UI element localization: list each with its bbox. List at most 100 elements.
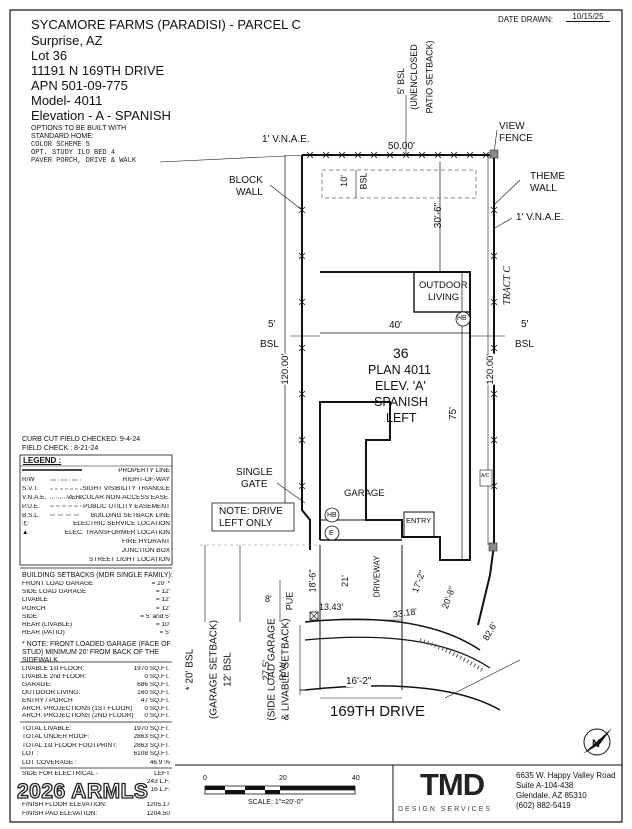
total-key: TOTAL LIVABLE: bbox=[22, 726, 72, 732]
area-key: GARAGE: bbox=[22, 681, 52, 688]
drive-width-dim: 16'-2" bbox=[346, 676, 372, 687]
option-item: OPT. STUDY ILO BED 4 bbox=[31, 149, 116, 157]
setback-row: SIDE= 5' and 5' bbox=[22, 614, 170, 621]
side-right-dim: 5' bbox=[521, 319, 529, 330]
area-key: OUTDOOR LIVING: bbox=[22, 689, 81, 696]
options-title-1: OPTIONS TO BE BUILT WITH bbox=[31, 125, 127, 132]
total-row: TOTAL LIVABLE: 1970 SQ.FT. bbox=[22, 726, 170, 733]
legend-value: PROPERTY LINE bbox=[118, 468, 170, 474]
legend-box bbox=[19, 454, 173, 566]
legend-key: B.S.L. bbox=[22, 512, 40, 519]
setback-row: PORCH= 12' bbox=[22, 606, 170, 613]
sheet-border bbox=[9, 9, 623, 823]
area-key: LIVABLE 2nd FLOOR: bbox=[22, 673, 87, 680]
entry-box bbox=[403, 511, 435, 538]
vnae-marks bbox=[298, 151, 498, 490]
legend-key: R/W bbox=[22, 476, 35, 483]
legend-value: JUNCTION BOX bbox=[121, 548, 170, 555]
property-line bbox=[301, 155, 311, 550]
legend-key: P.U.E. bbox=[22, 503, 40, 510]
setback-value: = 5' and 5' bbox=[140, 613, 170, 620]
lot: Lot 36 bbox=[31, 48, 68, 63]
scale-tick: 0 bbox=[203, 775, 207, 782]
area-key: ARCH. PROJECTIONS (1ST FLOOR) bbox=[22, 705, 133, 712]
total-value: 1970 SQ.FT. bbox=[133, 726, 171, 732]
outdoor-living-box bbox=[413, 271, 471, 313]
area-row: LIVABLE 2nd FLOOR:0 SQ.FT. bbox=[22, 674, 170, 681]
legend-value: FIRE HYDRANT bbox=[121, 539, 170, 546]
option-item: COLOR SCHEME 5 bbox=[31, 141, 90, 149]
area-row: OUTDOOR LIVING: 160 SQ.FT. bbox=[22, 690, 170, 697]
ac-label: A/C bbox=[481, 473, 490, 479]
setback-row: FRONT LOAD GARAGE= 20' * bbox=[22, 581, 170, 588]
setbacks-note-1: * NOTE: FRONT LOADED GARAGE (FACE OF bbox=[22, 641, 171, 648]
project-title: SYCAMORE FARMS (PARADISI) - PARCEL C bbox=[31, 17, 301, 32]
legend-key: V.N.A.E. bbox=[22, 494, 47, 501]
area-value: 0 SQ.FT. bbox=[144, 705, 170, 712]
legend-row: PROPERTY LINE bbox=[22, 468, 170, 475]
setback-key: REAR (LIVABLE) bbox=[22, 622, 73, 628]
area-key: LIVABLE 1st FLOOR: bbox=[22, 666, 85, 672]
legend-value: ELEC. TRANSFORMER LOCATION bbox=[64, 530, 170, 537]
watermark: 2026 ARMLS bbox=[16, 780, 149, 803]
rear-setback-box bbox=[321, 169, 477, 199]
finish-floor-row: FINISH FLOOR ELEVATION:1205.17 bbox=[22, 802, 170, 808]
note-box bbox=[211, 502, 295, 532]
setback-key: PORCH bbox=[22, 605, 46, 612]
legend-key: ▲ bbox=[22, 530, 29, 537]
rear-yard-dim: 30'-6" bbox=[433, 202, 445, 229]
view-fence-label-1: VIEW bbox=[499, 121, 525, 132]
legend-value: SIGHT VISIBILITY TRIANGLE bbox=[82, 485, 170, 492]
total-value: 6108 SQ.FT. bbox=[133, 751, 171, 758]
theme-wall-label-1: THEME bbox=[530, 171, 565, 182]
area-row: ARCH. PROJECTIONS (2ND FLOOR)0 SQ.FT. bbox=[22, 713, 170, 720]
scale-tick: 40 bbox=[352, 775, 360, 782]
legend-value: VEHICULAR NON-ACCESS EASE. bbox=[66, 494, 170, 501]
date-value: 10/15/25 bbox=[566, 13, 610, 22]
area-row: ARCH. PROJECTIONS (1ST FLOOR) 0 SQ.FT. bbox=[22, 706, 170, 713]
bsl-side-1: 12' BSL bbox=[222, 652, 234, 687]
company-address-1: 6635 W. Happy Valley Road bbox=[516, 771, 616, 780]
view-fence-label-2: FENCE bbox=[499, 133, 533, 144]
vnae-right-label: 1' V.N.A.E. bbox=[516, 212, 564, 223]
setback-value: = 12' bbox=[155, 589, 170, 596]
garage-label: GARAGE bbox=[344, 488, 385, 499]
setback-value: = 5' bbox=[159, 630, 170, 637]
plan-hand: LEFT bbox=[386, 411, 417, 425]
plan-elevation: ELEV. 'A' bbox=[375, 379, 426, 393]
rear-bsl-label: 5' BSL bbox=[396, 67, 407, 95]
sight-dim: 13.43' bbox=[319, 602, 344, 612]
model: Model- 4011 bbox=[31, 93, 103, 108]
side-left-label: BSL bbox=[260, 339, 279, 350]
bsl-garage-2: (GARAGE SETBACK) bbox=[208, 620, 220, 719]
outdoor-living-label-1: OUTDOOR bbox=[419, 280, 468, 291]
company-address-3: Glendale, AZ 85310 bbox=[516, 791, 587, 800]
block-wall-label-1: BLOCK bbox=[229, 175, 263, 186]
total-value: 46.9 % bbox=[149, 759, 170, 766]
setback-key: FRONT LOAD GARAGE bbox=[22, 581, 94, 587]
rear-bsl-note-2: PATIO SETBACK) bbox=[424, 40, 435, 114]
bsl-garage-1: * 20' BSL bbox=[184, 648, 196, 691]
scale-bar bbox=[204, 785, 356, 795]
area-value: 160 SQ.FT. bbox=[137, 689, 170, 696]
total-key: LOT COVERAGE : bbox=[22, 759, 77, 766]
svg-text:N: N bbox=[592, 738, 600, 750]
drive-dim-1: 18'-6" bbox=[307, 569, 318, 593]
setbacks-note-2: STUD) MINIMUM 20' FROM BACK OF THE bbox=[22, 649, 159, 656]
legend-row: S.V.T.SIGHT VISIBILITY TRIANGLE bbox=[22, 486, 170, 493]
setback-row: SIDE LOAD GARAGE= 12' bbox=[22, 589, 170, 596]
setbacks-title: BUILDING SETBACKS (MDR SINGLE FAMILY): bbox=[22, 572, 173, 579]
setback-value: = 10' bbox=[155, 622, 170, 628]
rear-width-dim: 50.00' bbox=[388, 141, 415, 152]
rear-setback-dim: 10' bbox=[338, 175, 349, 187]
total-key: TOTAL UNDER ROOF: bbox=[22, 734, 90, 741]
total-key: TOTAL 1st FLOOR FOOTPRINT: bbox=[22, 742, 118, 749]
setback-row: REAR (PATIO)= 5' bbox=[22, 630, 170, 637]
city: Surprise, AZ bbox=[31, 33, 103, 48]
plan-name: PLAN 4011 bbox=[368, 363, 432, 377]
legend-row: B.S.L.BUILDING SETBACK LINE bbox=[22, 513, 170, 520]
finish-pad-row: FINISH PAD ELEVATION:1204.50 bbox=[22, 811, 170, 817]
